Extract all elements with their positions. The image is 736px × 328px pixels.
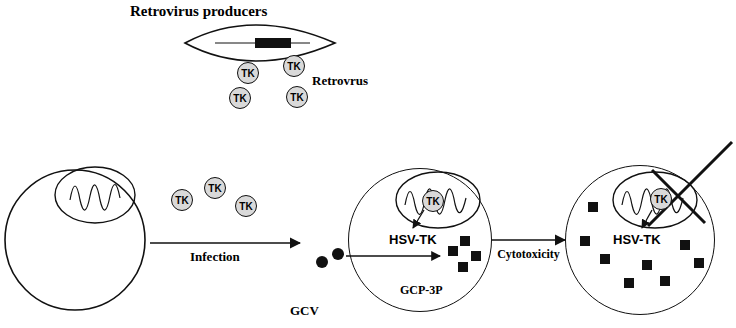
virus-particle: TK	[283, 55, 305, 77]
cross-out-mark	[648, 142, 732, 226]
particle-text: TK	[290, 92, 303, 103]
tk-gene-insert	[255, 38, 291, 48]
virus-particle: TK	[650, 188, 672, 210]
chromosome-wave	[70, 184, 120, 210]
product-label: GCP-3P	[400, 284, 443, 297]
virus-particle: TK	[171, 189, 193, 211]
particle-text: TK	[208, 183, 221, 194]
expression-arrow	[413, 210, 424, 228]
virus-particle: TK	[286, 86, 308, 108]
gcv-phosphate	[458, 262, 468, 272]
gcv-phosphate	[694, 258, 704, 268]
gcv-phosphate	[600, 254, 610, 264]
particle-text: TK	[654, 194, 667, 205]
conversion-arrow	[346, 255, 440, 256]
virus-particle: TK	[235, 195, 257, 217]
gcv-phosphate	[580, 236, 590, 246]
virus-particle: TK	[237, 62, 259, 84]
target-cell	[5, 170, 145, 310]
virus-particle: TK	[204, 177, 226, 199]
gcv-phosphate	[680, 240, 690, 250]
gcv-phosphate	[448, 246, 458, 256]
producer-outline	[185, 25, 335, 61]
enzyme-label: HSV-TK	[613, 233, 661, 247]
process-label: Cytotoxicity	[496, 248, 561, 261]
gcv-phosphate	[624, 278, 634, 288]
node-heading: Retrovirus producers	[130, 3, 267, 20]
particle-label: Retrovrus	[312, 74, 368, 88]
particle-text: TK	[241, 68, 254, 79]
cell-nucleus	[396, 172, 480, 228]
particle-text: TK	[233, 93, 246, 104]
drug-label: GCV	[290, 304, 319, 318]
gcv-phosphate	[471, 251, 481, 261]
particle-text: TK	[287, 61, 300, 72]
gcv-phosphate	[642, 260, 652, 270]
chromosome-wave	[405, 189, 466, 214]
gcv-dot	[316, 256, 328, 268]
gcv-phosphate	[460, 236, 470, 246]
gcv-phosphate	[588, 202, 598, 212]
producer-outline	[185, 25, 335, 61]
virus-particle: TK	[229, 87, 251, 109]
gcv-phosphate	[660, 276, 670, 286]
infection-arrow	[150, 242, 300, 244]
particle-text: TK	[239, 201, 252, 212]
gcv-dot	[332, 248, 344, 260]
cell-nucleus	[55, 167, 135, 223]
particle-text: TK	[426, 196, 439, 207]
process-label: Infection	[190, 250, 240, 264]
virus-particle: TK	[422, 190, 444, 212]
infected-cell: HSV-TK TK	[565, 165, 715, 315]
producer-cell: Retrovirus producers	[185, 25, 335, 61]
process-arrow	[492, 239, 565, 241]
enzyme-label: HSV-TK	[389, 233, 437, 247]
particle-text: TK	[175, 195, 188, 206]
cross-out-mark	[652, 170, 705, 223]
